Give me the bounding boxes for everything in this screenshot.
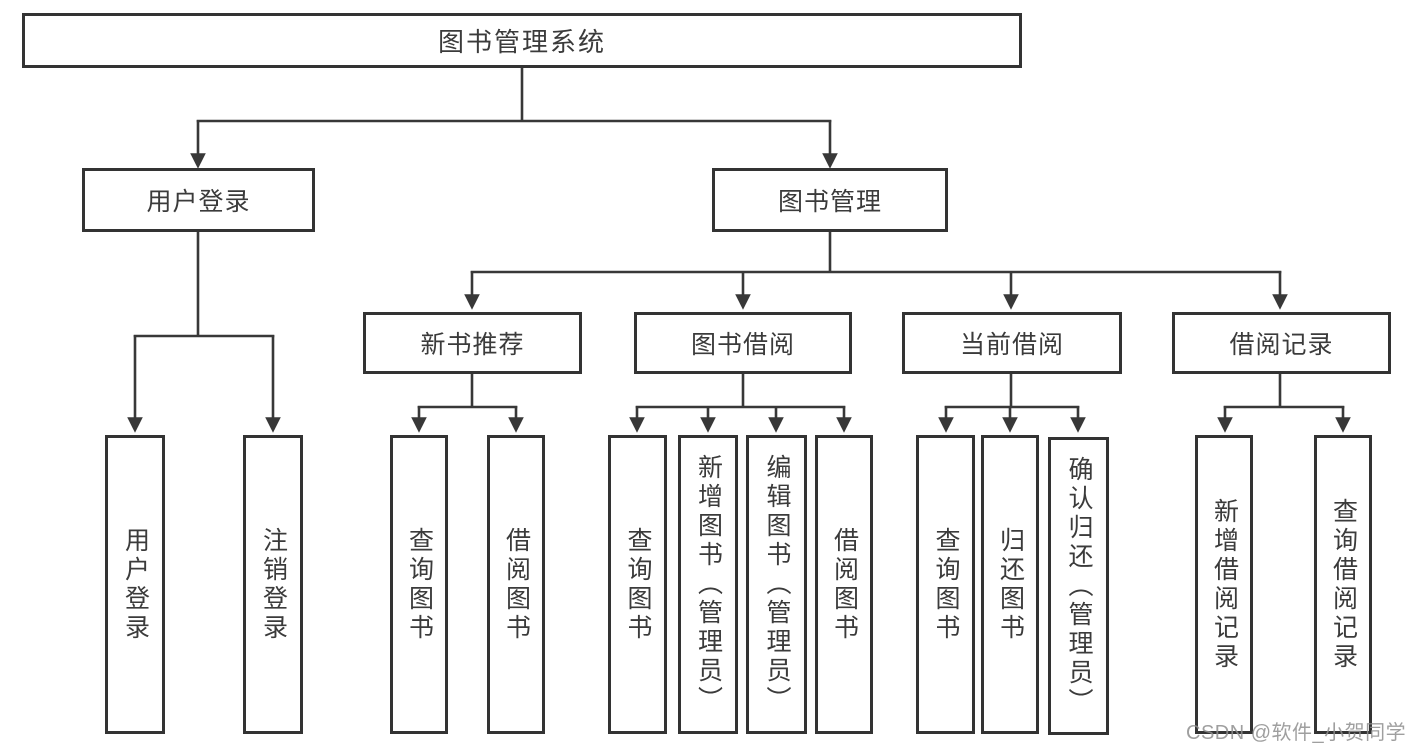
node-book-management-label: 图书管理 (777, 188, 882, 216)
node-new-book-recommend-label: 新书推荐 (420, 331, 525, 359)
node-borrow-records: 借阅记录 (1172, 312, 1391, 374)
leaf-borrow-borrow-book-label: 借阅图书 (830, 526, 859, 643)
leaf-borrow-add-book-admin: 新增图书（管理员） (678, 435, 738, 734)
leaf-records-add-record-label: 新增借阅记录 (1210, 497, 1239, 672)
node-borrow-records-label: 借阅记录 (1229, 331, 1334, 359)
leaf-borrow-add-book-admin-label: 新增图书（管理员） (694, 454, 723, 715)
leaf-current-query-book-label: 查询图书 (932, 526, 960, 643)
watermark: CSDN @软件_小贺同学 (1186, 722, 1405, 744)
leaf-records-query-record: 查询借阅记录 (1314, 435, 1372, 734)
leaf-borrow-borrow-book: 借阅图书 (815, 435, 873, 734)
leaf-newbook-query-book: 查询图书 (390, 435, 448, 734)
leaf-borrow-query-book-label: 查询图书 (624, 526, 652, 643)
node-book-management: 图书管理 (712, 168, 948, 232)
leaf-newbook-borrow-book: 借阅图书 (487, 435, 545, 734)
node-current-borrow: 当前借阅 (902, 312, 1122, 374)
leaf-current-return-book: 归还图书 (981, 435, 1039, 734)
leaf-newbook-borrow-book-label: 借阅图书 (502, 526, 531, 643)
node-user-login-label: 用户登录 (146, 188, 251, 216)
leaf-records-add-record: 新增借阅记录 (1195, 435, 1253, 734)
leaf-newbook-query-book-label: 查询图书 (405, 526, 434, 643)
leaf-user-login-label: 用户登录 (121, 526, 150, 643)
node-current-borrow-label: 当前借阅 (959, 331, 1064, 359)
node-library-system-label: 图书管理系统 (437, 27, 606, 57)
node-new-book-recommend: 新书推荐 (363, 312, 582, 374)
connector-borrow-records-children (1217, 373, 1351, 433)
leaf-borrow-edit-book-admin: 编辑图书（管理员） (746, 435, 807, 734)
leaf-user-login: 用户登录 (105, 435, 165, 734)
leaf-logout: 注销登录 (243, 435, 303, 734)
node-book-borrow-label: 图书借阅 (690, 331, 795, 359)
connector-user-login-children (127, 232, 281, 433)
node-book-borrow: 图书借阅 (634, 312, 852, 374)
leaf-records-query-record-label: 查询借阅记录 (1329, 497, 1358, 672)
connector-book-borrow-children (629, 373, 852, 433)
node-user-login: 用户登录 (82, 168, 315, 232)
leaf-current-confirm-return-admin: 确认归还（管理员） (1048, 437, 1109, 735)
leaf-borrow-query-book: 查询图书 (608, 435, 667, 734)
node-library-system: 图书管理系统 (22, 13, 1022, 68)
leaf-current-confirm-return-admin-label: 确认归还（管理员） (1065, 455, 1093, 717)
leaf-logout-label: 注销登录 (259, 526, 288, 643)
connector-current-borrow-children (938, 373, 1086, 433)
connector-root-to-level2 (190, 68, 838, 169)
leaf-borrow-edit-book-admin-label: 编辑图书（管理员） (763, 454, 791, 715)
leaf-current-query-book: 查询图书 (916, 435, 975, 734)
connector-book-mgmt-children (464, 232, 1288, 310)
leaf-current-return-book-label: 归还图书 (996, 526, 1025, 643)
connector-new-book-children (411, 373, 524, 433)
